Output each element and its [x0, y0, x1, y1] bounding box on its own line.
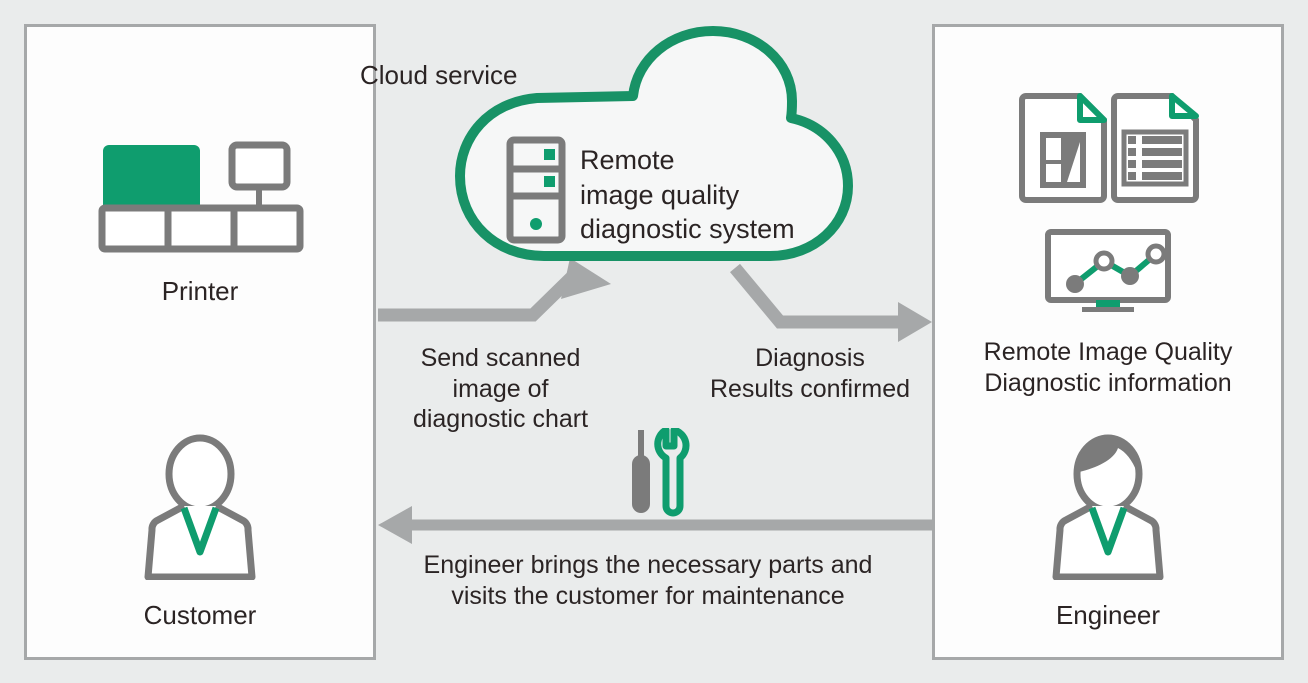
remote-diagnostic-info-label: Remote Image Quality Diagnostic informat…: [983, 338, 1233, 397]
engineer-label: Engineer: [1055, 600, 1161, 630]
monitor-line-chart-icon: [1045, 229, 1171, 312]
cloud-shape: [455, 26, 853, 261]
document-list-icon: [1111, 93, 1199, 203]
flow-label-send-scanned-image: Send scanned image of diagnostic chart: [412, 344, 589, 433]
server-tower-icon: [506, 136, 566, 244]
printer-icon: [98, 141, 304, 253]
person-engineer-icon: [1052, 434, 1164, 580]
person-icon: [144, 434, 256, 580]
arrow-send-scanned-image: [378, 258, 611, 322]
customer-label: Customer: [143, 600, 257, 630]
printer-label: Printer: [161, 276, 239, 306]
flow-label-diagnosis-results: Diagnosis Results confirmed: [709, 344, 911, 403]
screwdriver-wrench-icon: [632, 428, 690, 517]
document-test-chart-icon: [1019, 93, 1107, 203]
cloud-system-label: Remote image quality diagnostic system: [580, 145, 795, 245]
flow-label-engineer-maintenance: Engineer brings the necessary parts and …: [423, 551, 873, 610]
arrow-engineer-visit: [378, 506, 932, 544]
cloud-service-label: Cloud service: [360, 60, 518, 90]
arrow-diagnosis-results: [730, 263, 932, 342]
